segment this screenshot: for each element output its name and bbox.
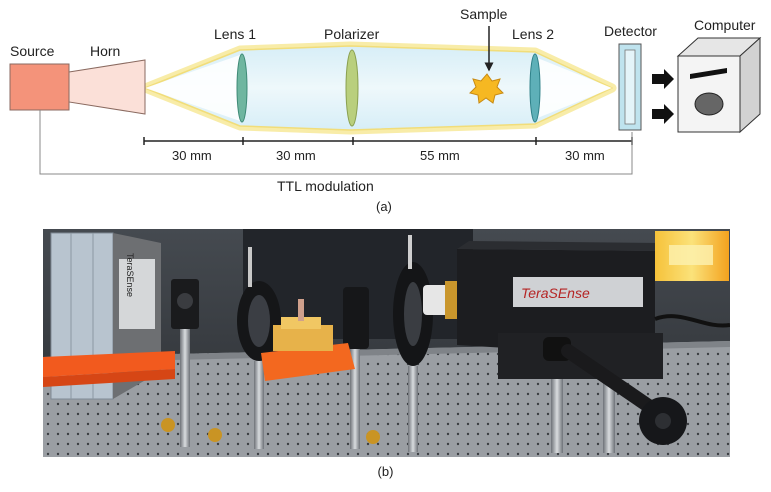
- photo-source-housing: TeraSEnse: [43, 232, 175, 400]
- source-block: [9, 63, 70, 111]
- lens-1-label: Lens 1: [214, 26, 256, 42]
- photo-source-brand: TeraSEnse: [125, 253, 135, 297]
- distance-label-3: 55 mm: [420, 148, 460, 163]
- lens-1: [236, 53, 248, 123]
- caption-b: (b): [377, 464, 394, 479]
- setup-schematic: Source Horn Lens 1 Polarizer Sample Lens…: [9, 6, 762, 214]
- sample-star: [469, 73, 504, 104]
- computer-label: Computer: [694, 17, 756, 33]
- photo-detector: TeraSEnse: [423, 241, 730, 453]
- distance-label-2: 30 mm: [276, 148, 316, 163]
- terahertz-beam: [140, 41, 617, 135]
- ttl-modulation-wire: [39, 110, 633, 175]
- computer-box: [676, 36, 762, 134]
- signal-arrows: [652, 69, 674, 124]
- ttl-modulation-label: TTL modulation: [277, 178, 374, 194]
- distance-ruler: [143, 137, 633, 145]
- detector-label: Detector: [604, 23, 657, 39]
- photo-sample-holder: [261, 299, 355, 381]
- horn-shape: [68, 59, 146, 115]
- setup-photo: TeraSEnse: [43, 229, 730, 457]
- photo-detector-brand: TeraSEnse: [521, 285, 590, 301]
- polarizer: [345, 49, 359, 127]
- caption-a: (a): [376, 199, 392, 214]
- distance-label-4: 30 mm: [565, 148, 605, 163]
- photo-optical-mounts: [161, 235, 433, 452]
- distance-label-1: 30 mm: [172, 148, 212, 163]
- lens-2: [529, 53, 541, 123]
- polarizer-label: Polarizer: [324, 26, 380, 42]
- horn-label: Horn: [90, 43, 120, 59]
- detector-block: [618, 43, 642, 131]
- source-label: Source: [10, 43, 55, 59]
- sample-label: Sample: [460, 6, 508, 22]
- lens-2-label: Lens 2: [512, 26, 554, 42]
